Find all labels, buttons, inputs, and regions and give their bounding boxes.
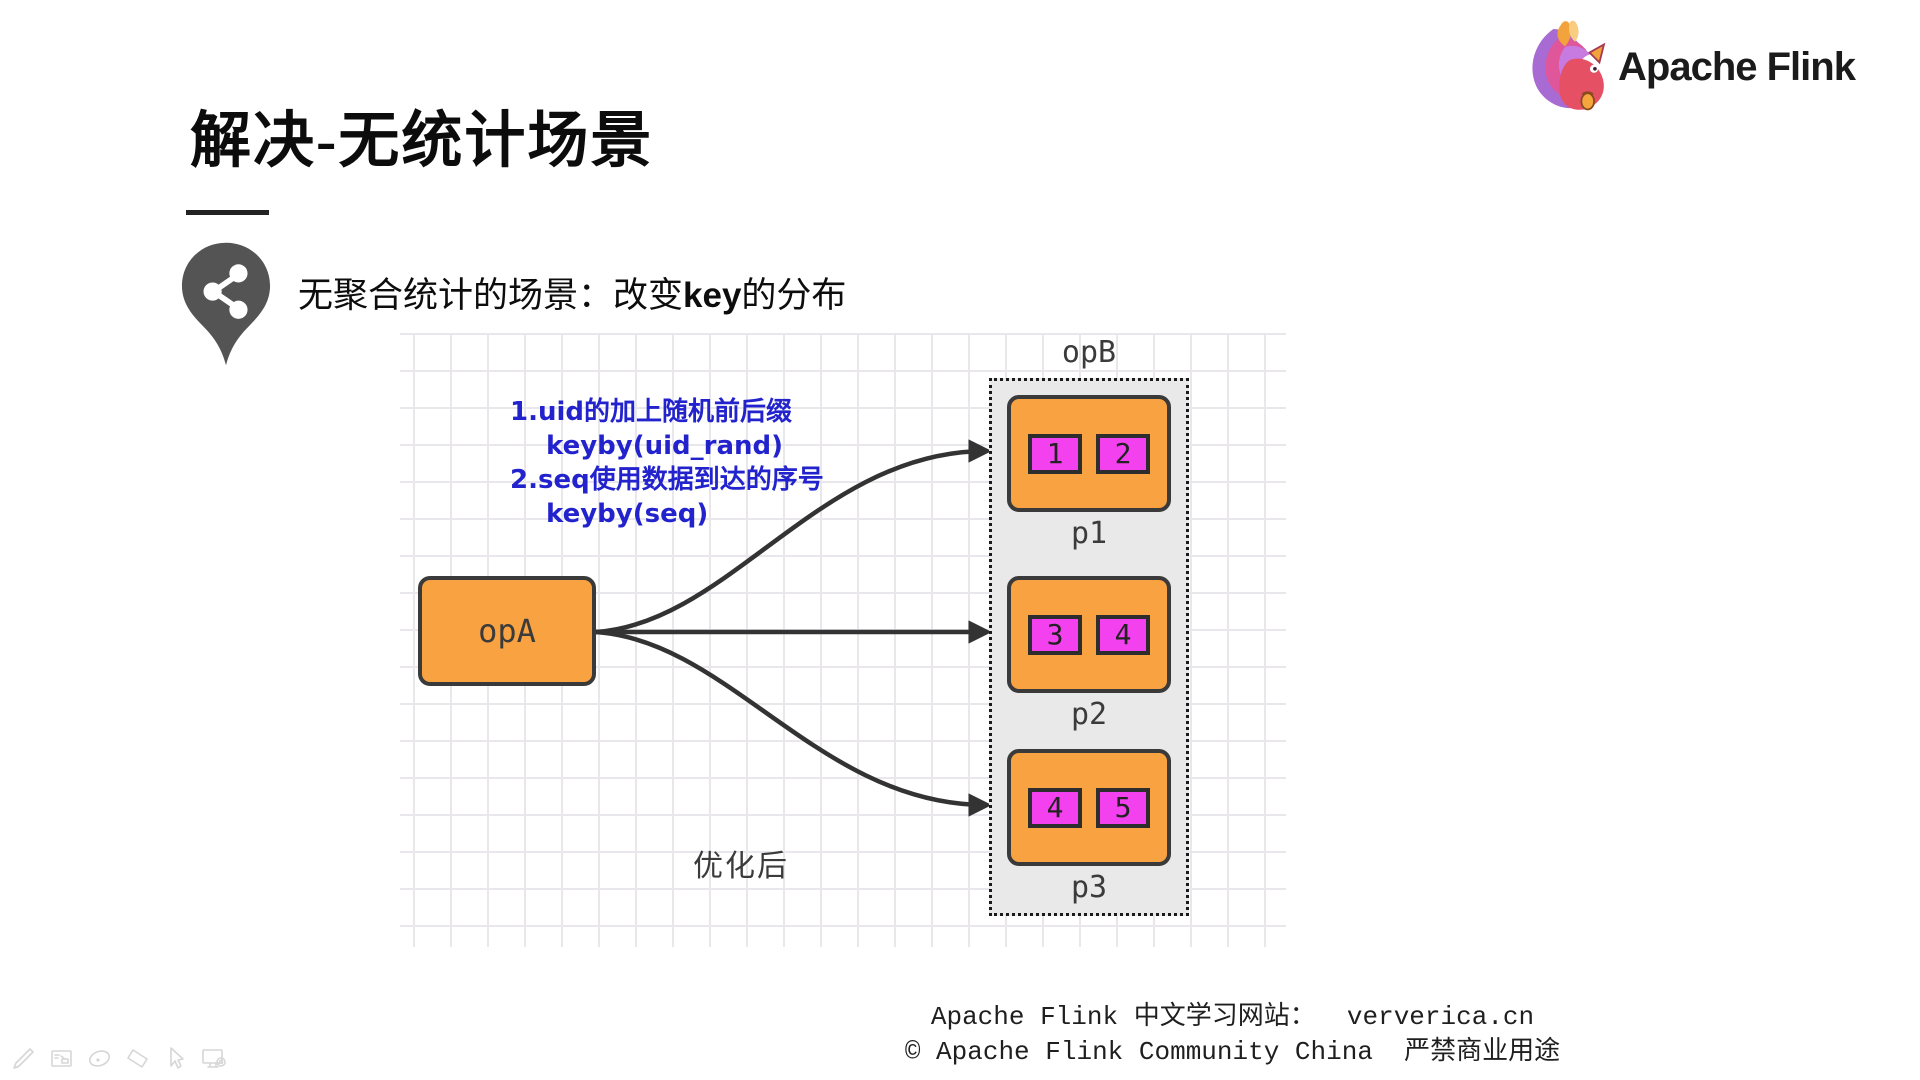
partition-label: p2: [1070, 697, 1108, 732]
footer-line2: © Apache Flink Community China 严禁商业用途: [904, 1037, 1561, 1067]
key-cell: 4: [1096, 614, 1150, 655]
key-cell: 4: [1028, 787, 1082, 828]
arrow-to-p3: [595, 629, 992, 817]
slide-title: 解决-无统计场景: [190, 108, 654, 175]
node-opA: opA: [418, 576, 596, 686]
footer-line1: Apache Flink 中文学习网站： ververica.cn: [930, 1002, 1535, 1032]
partition-box: 1 2: [1007, 395, 1171, 512]
flink-squirrel-icon: [1532, 20, 1606, 111]
title-underline: [186, 210, 269, 215]
diagram-caption: 优化后: [693, 849, 789, 884]
apache-flink-logo: Apache Flink: [1522, 20, 1856, 114]
annotation-panel-icon[interactable]: [48, 1045, 75, 1072]
partition-p2: 3 4 p2: [1007, 576, 1171, 732]
partition-label: p3: [1070, 870, 1108, 905]
bullet-highlight: key: [683, 276, 742, 315]
partition-label: p1: [1070, 516, 1108, 551]
annotation-line: keyby(seq): [546, 499, 709, 529]
node-opB-label: opB: [1061, 335, 1117, 370]
key-cell: 2: [1096, 433, 1150, 474]
eraser-icon[interactable]: [124, 1045, 151, 1072]
laser-pointer-icon[interactable]: [86, 1045, 113, 1072]
partition-box: 4 5: [1007, 749, 1171, 866]
annotation-note: 1.uid的加上随机前后缀 keyby(uid_rand) 2.seq使用数据到…: [510, 395, 824, 531]
partition-box: 3 4: [1007, 576, 1171, 693]
partition-p1: 1 2 p1: [1007, 395, 1171, 551]
partition-p3: 4 5 p3: [1007, 749, 1171, 905]
cursor-icon[interactable]: [162, 1045, 189, 1072]
presenter-toolbar: [10, 1045, 227, 1072]
pen-icon[interactable]: [10, 1045, 37, 1072]
key-cell: 1: [1028, 433, 1082, 474]
footer: Apache Flink 中文学习网站： ververica.cn © Apac…: [730, 1000, 1735, 1070]
share-pin-icon: [181, 242, 271, 366]
flow-arrows: [595, 439, 992, 817]
bullet-text: 无聚合统计的场景：改变key的分布: [298, 267, 846, 318]
annotation-line: keyby(uid_rand): [546, 431, 784, 461]
display-settings-icon[interactable]: [200, 1045, 227, 1072]
rebalance-diagram: 1.uid的加上随机前后缀 keyby(uid_rand) 2.seq使用数据到…: [400, 333, 1286, 947]
bullet-prefix: 无聚合统计的场景：改变: [298, 276, 684, 315]
opB-partition-group: 1 2 p1 3 4 p2 4 5 p3: [989, 378, 1189, 916]
key-cell: 3: [1028, 614, 1082, 655]
annotation-line: 2.seq使用数据到达的序号: [510, 465, 824, 495]
brand-name: Apache Flink: [1618, 44, 1856, 89]
bullet-suffix: 的分布: [741, 276, 847, 315]
key-cell: 5: [1096, 787, 1150, 828]
annotation-line: 1.uid的加上随机前后缀: [510, 397, 793, 427]
arrow-to-p1: [595, 439, 992, 635]
